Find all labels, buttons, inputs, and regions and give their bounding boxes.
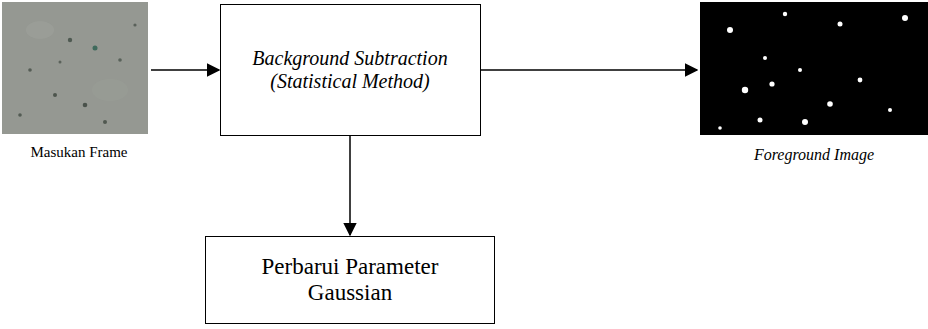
process-box: Background Subtraction (Statistical Meth… — [220, 4, 481, 136]
flow-arrow — [349, 136, 351, 235]
foreground-image — [700, 2, 928, 135]
output-arrow — [479, 69, 697, 71]
output-caption: Foreground Image — [700, 145, 928, 164]
input-frame-image — [2, 2, 148, 134]
update-box: Perbarui Parameter Gaussian — [205, 236, 495, 324]
input-caption: Masukan Frame — [4, 143, 154, 161]
box-text: Perbarui Parameter Gaussian — [250, 254, 450, 306]
box-text: Background Subtraction (Statistical Meth… — [235, 47, 465, 93]
input-arrow — [151, 69, 219, 71]
